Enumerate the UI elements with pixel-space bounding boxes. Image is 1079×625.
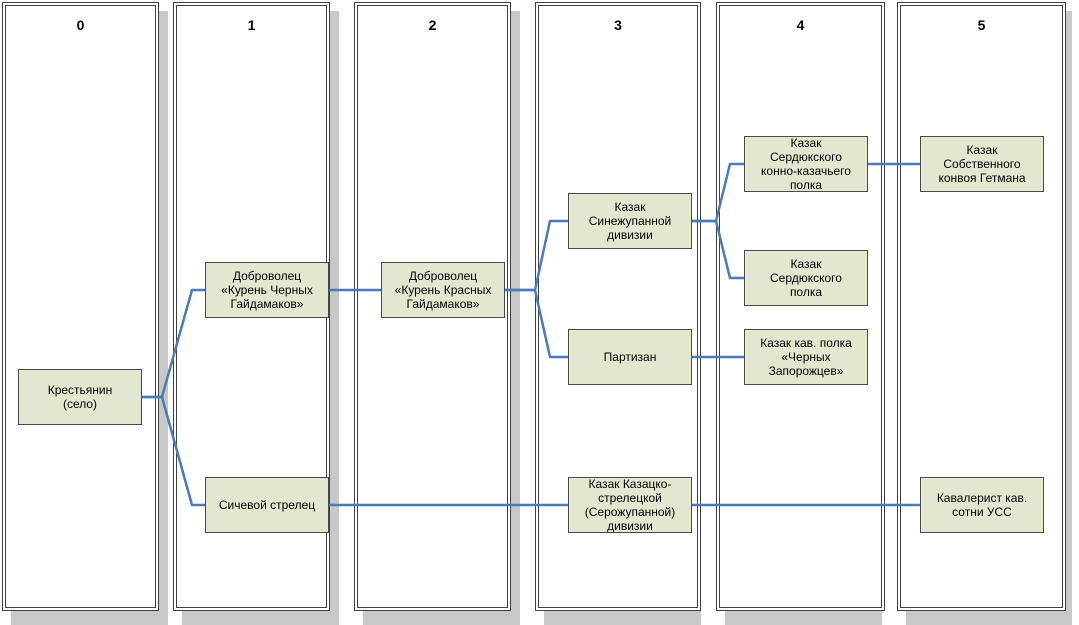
node-hetman-convoy: Казак Собственного конвоя Гетмана [920, 136, 1044, 192]
column-5-header: 5 [977, 17, 986, 33]
column-0: 0 [2, 2, 159, 611]
node-serdyuk: Казак Сердюкского полка [744, 250, 868, 306]
node-volunteer-red: Доброволец «Курень Красных Гайдамаков» [381, 262, 505, 318]
column-4-header: 4 [796, 17, 805, 33]
column-4: 4 [716, 2, 885, 611]
node-sich-rifleman: Сичевой стрелец [205, 477, 329, 533]
column-2-header: 2 [428, 17, 437, 33]
node-partisan: Партизан [568, 329, 692, 385]
column-3-header: 3 [614, 17, 622, 33]
column-0-header: 0 [76, 17, 85, 33]
node-cossack-grey: Казак Казацко- стрелецкой (Серожупанной)… [568, 477, 692, 533]
node-cossack-blue: Казак Синежупанной дивизии [568, 193, 692, 249]
node-serdyuk-horse: Казак Сердюкского конно-казачьего полка [744, 136, 868, 192]
node-peasant: Крестьянин (село) [18, 369, 142, 425]
node-uss-cavalry: Кавалерист кав. сотни УСС [920, 477, 1044, 533]
column-1-header: 1 [247, 17, 256, 33]
node-volunteer-black: Доброволец «Курень Черных Гайдамаков» [205, 262, 329, 318]
node-black-zaporozhian: Казак кав. полка «Черных Запорожцев» [744, 329, 868, 385]
